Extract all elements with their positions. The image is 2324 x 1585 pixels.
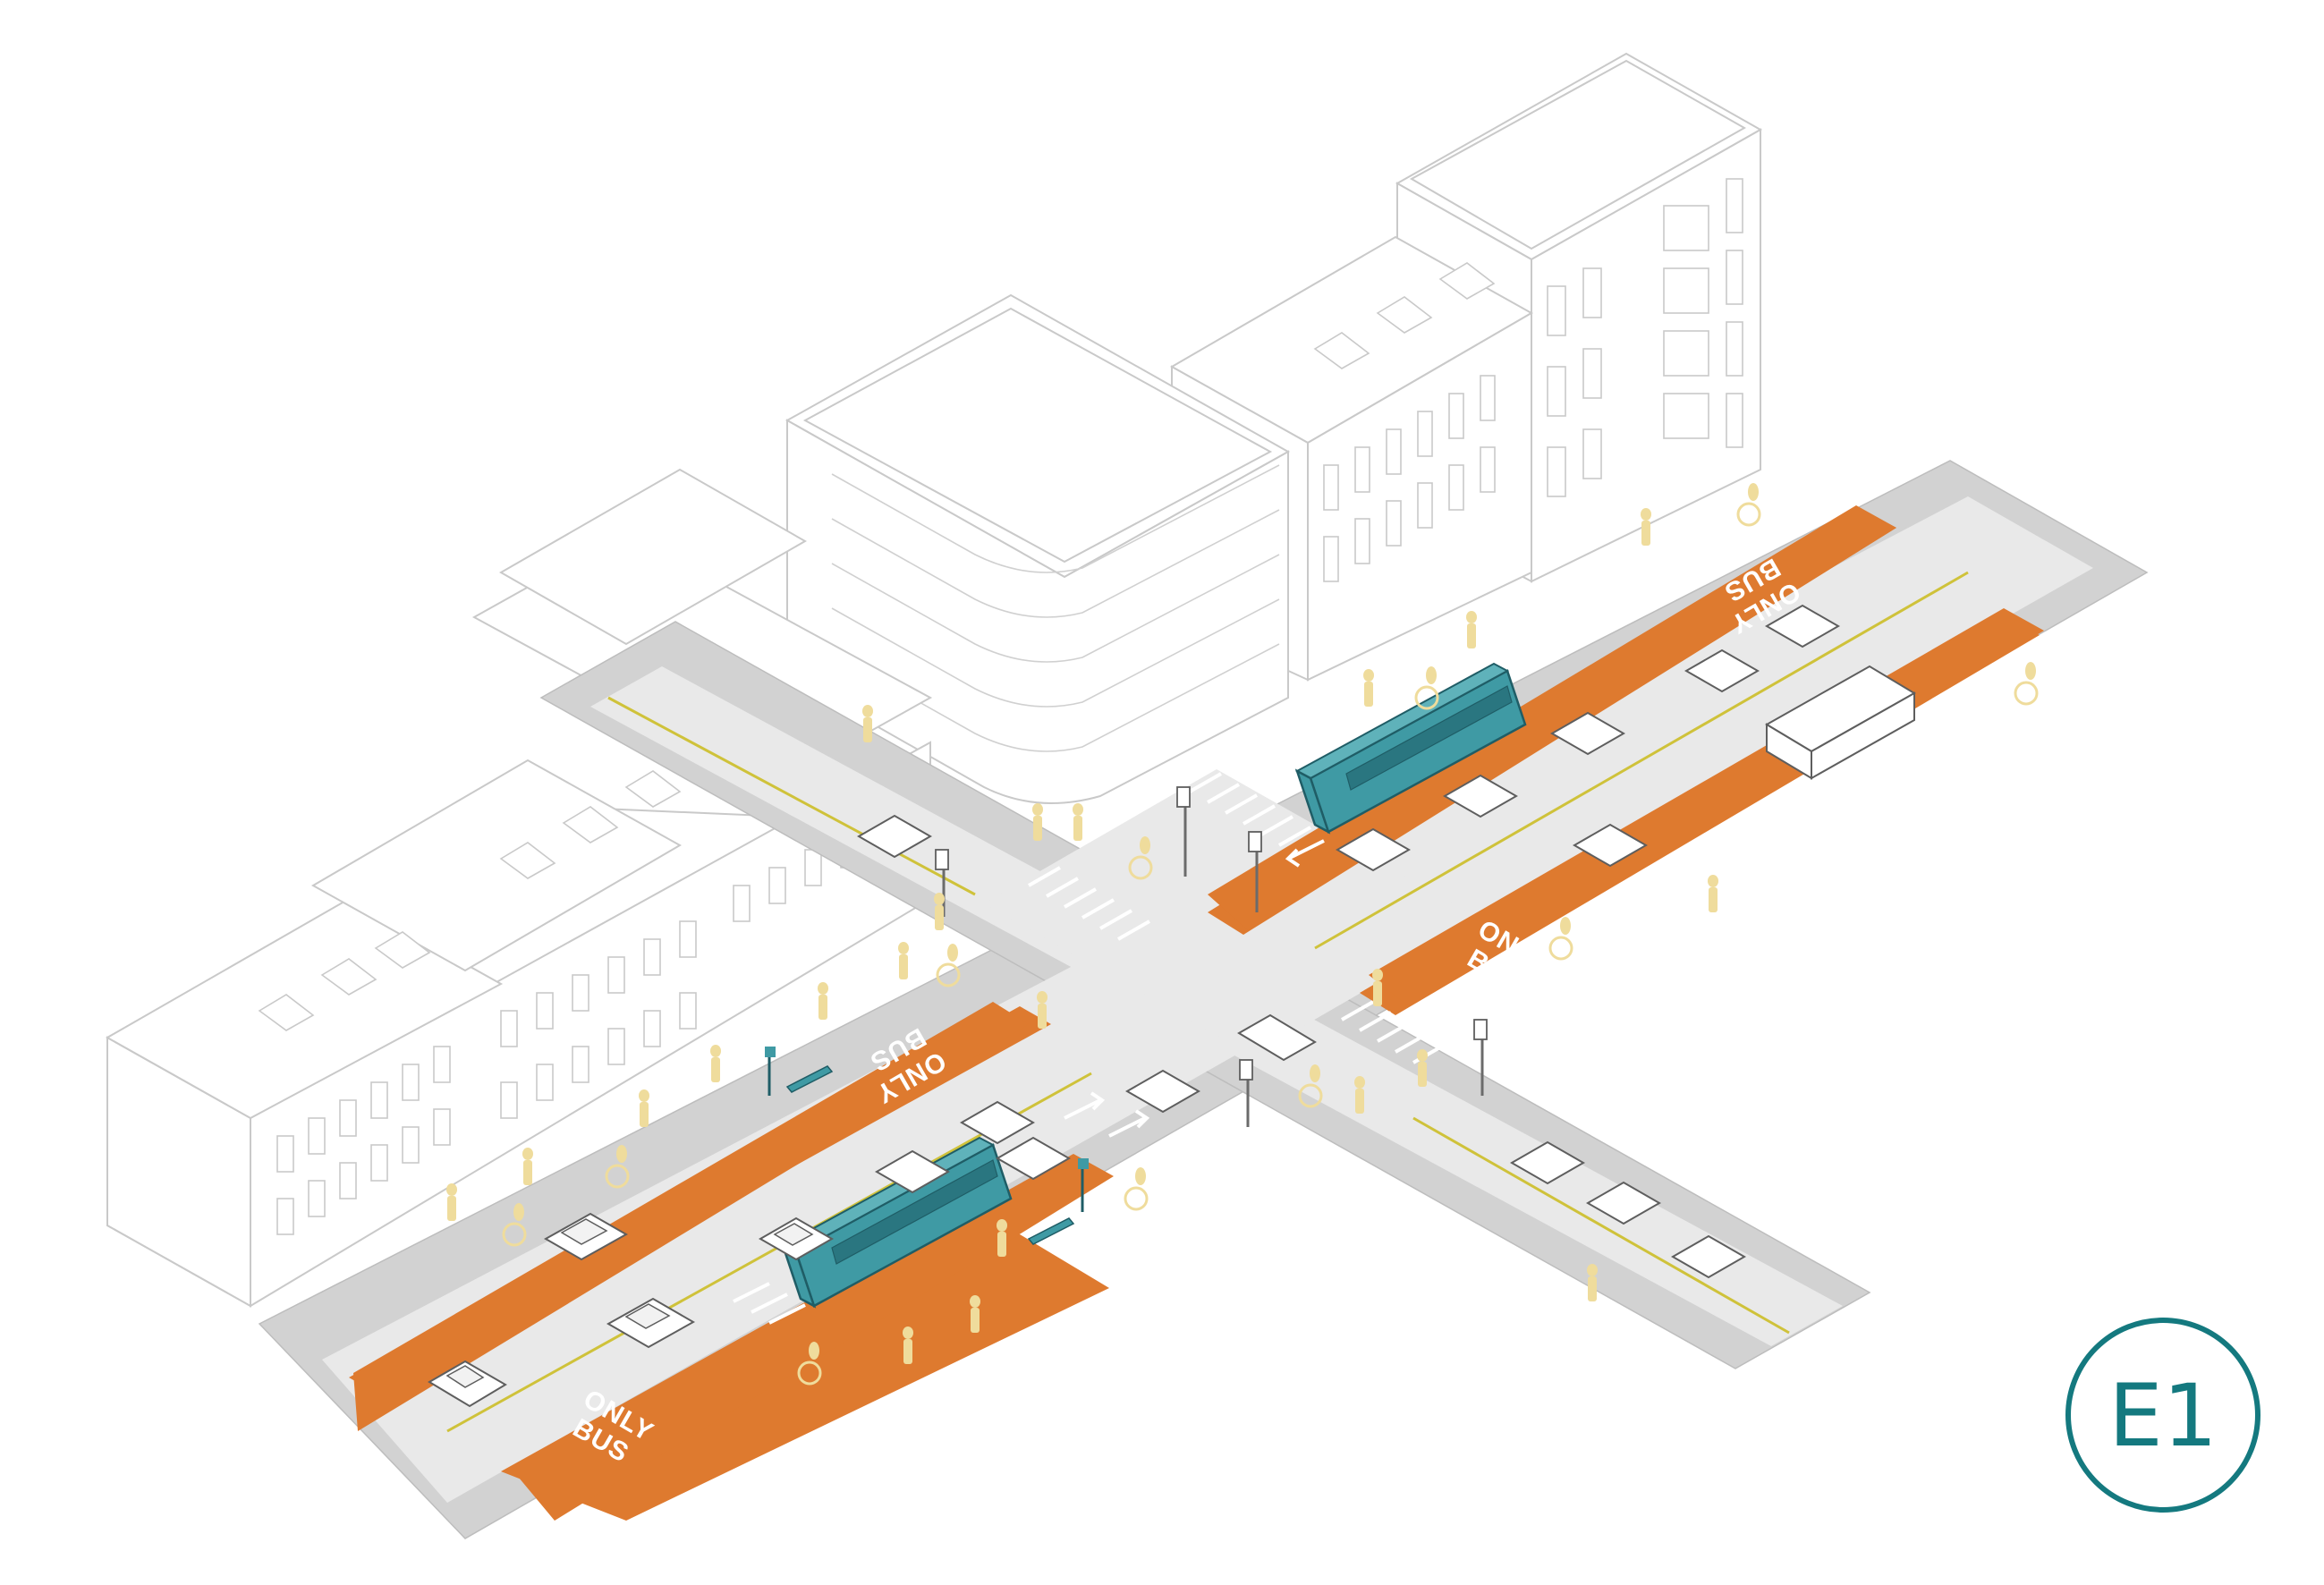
bench (1027, 1217, 1075, 1245)
car (1549, 711, 1626, 756)
car (959, 1100, 1036, 1145)
streets (258, 460, 2149, 1539)
cars (428, 604, 1916, 1408)
car (856, 814, 933, 859)
car (874, 1149, 951, 1194)
car (1572, 823, 1649, 868)
car (1237, 1013, 1317, 1062)
bench (785, 1065, 834, 1093)
crosswalks (733, 772, 1446, 1325)
badge-label: E1 (2108, 1366, 2218, 1466)
cyclists (502, 483, 2039, 1386)
car (1124, 1069, 1201, 1114)
car (1684, 648, 1760, 693)
car (1585, 1181, 1662, 1225)
traffic-signal (1248, 831, 1262, 912)
lane-arrows (1064, 839, 1325, 1138)
buildings (105, 52, 1763, 1308)
car (543, 1212, 629, 1261)
delivery-truck (1765, 665, 1916, 780)
bus-stop-pole (765, 1047, 776, 1096)
car (1670, 1234, 1747, 1279)
traffic-signal (1473, 1019, 1488, 1096)
street-furniture (765, 786, 1488, 1245)
car (1764, 604, 1841, 648)
traffic-signal (1239, 1059, 1253, 1127)
car (995, 1136, 1072, 1181)
car (1509, 1140, 1586, 1185)
bus-upper (1294, 662, 1527, 835)
diagram-badge: E1 (2065, 1318, 2260, 1513)
car (1442, 774, 1519, 818)
car (428, 1360, 507, 1408)
traffic-signal (935, 849, 949, 917)
pedestrians (446, 508, 1718, 1364)
car (606, 1297, 696, 1349)
badge-ring (2065, 1318, 2260, 1513)
car (1335, 827, 1412, 872)
car (758, 1216, 835, 1261)
traffic-signal (1176, 786, 1191, 877)
bus-stop-pole (1078, 1158, 1089, 1212)
left-row-houses (105, 468, 933, 1308)
